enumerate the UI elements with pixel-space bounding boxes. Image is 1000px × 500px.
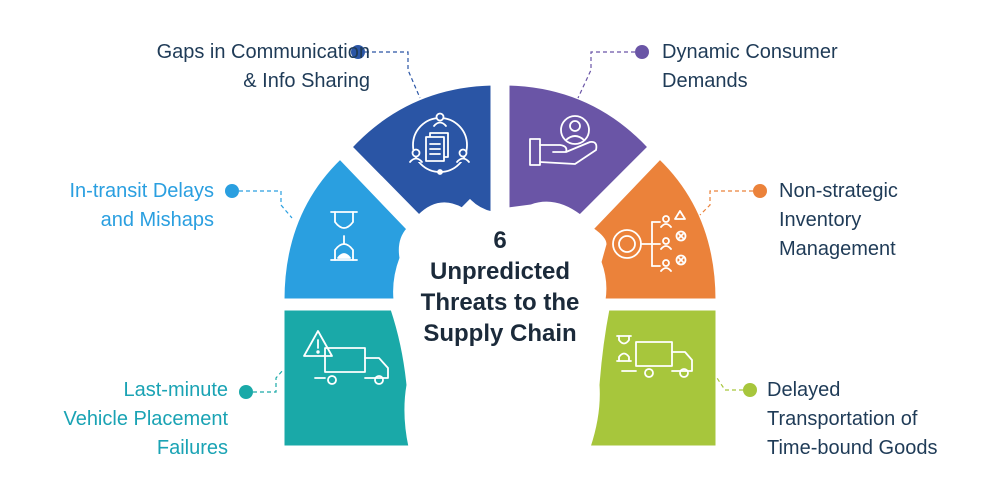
dot-consumer-demands	[635, 45, 649, 59]
dot-in-transit	[225, 184, 239, 198]
label-transportation: Delayed Transportation of Time-bound Goo…	[767, 376, 937, 463]
dot-inventory	[753, 184, 767, 198]
center-line-2: Threats to the	[421, 289, 580, 316]
label-line: Vehicle Placement	[63, 408, 228, 430]
hourglass-icon	[330, 211, 358, 261]
connector-vehicle-placement	[246, 369, 284, 393]
dot-transportation	[743, 383, 757, 397]
dot-vehicle-placement	[239, 385, 253, 399]
label-line: Demands	[662, 70, 748, 92]
connector-consumer-demands	[577, 51, 642, 99]
connector-inventory	[699, 190, 760, 216]
label-line: Delayed	[767, 379, 841, 401]
label-line: Time-bound Goods	[767, 437, 938, 459]
segment-consumer-demands	[506, 82, 652, 218]
connector-communication	[358, 51, 421, 99]
center-line-3: Supply Chain	[423, 320, 576, 347]
label-line: Management	[779, 238, 896, 260]
segment-transportation	[586, 307, 719, 449]
label-communication: Gaps in Communication & Info Sharing	[157, 38, 370, 96]
segment-communication	[348, 82, 494, 219]
label-line: Transportation of	[767, 408, 918, 430]
label-line: In-transit Delays	[69, 180, 215, 202]
segment-vehicle-placement	[281, 307, 412, 449]
connector-in-transit	[232, 190, 293, 219]
segment-in-transit	[281, 155, 411, 302]
hand-person-icon	[529, 115, 598, 166]
label-vehicle-placement: Last-minute Vehicle Placement Failures	[63, 376, 228, 463]
label-line: Last-minute	[123, 379, 229, 401]
dot-communication	[351, 45, 365, 59]
center-number: 6	[493, 227, 506, 254]
label-line: Gaps in Communication	[156, 41, 370, 63]
label-line: & Info Sharing	[243, 70, 370, 92]
label-line: and Mishaps	[100, 209, 214, 231]
inventory-network-icon	[612, 210, 687, 272]
center-line-1: Unpredicted	[430, 258, 570, 285]
label-line: Failures	[156, 437, 228, 459]
hourglass-truck-icon	[616, 335, 693, 378]
segment-inventory	[589, 155, 719, 302]
label-line: Inventory	[779, 209, 862, 231]
label-in-transit: In-transit Delays and Mishaps	[70, 177, 215, 235]
warning-truck-icon	[303, 330, 389, 385]
label-consumer-demands: Dynamic Consumer Demands	[662, 38, 838, 96]
connector-transportation	[716, 377, 750, 391]
label-line: Non-strategic	[779, 180, 898, 202]
label-line: Dynamic Consumer	[662, 41, 838, 63]
label-inventory: Non-strategic Inventory Management	[779, 177, 898, 264]
documents-people-icon	[409, 112, 470, 175]
